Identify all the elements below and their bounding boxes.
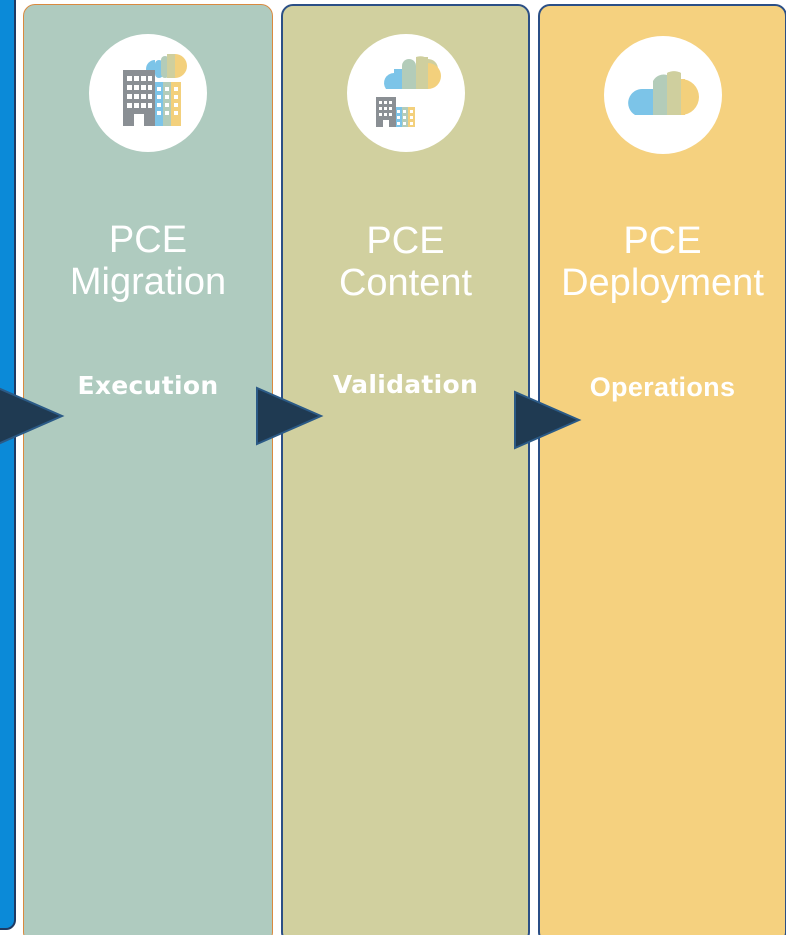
cloud-icon bbox=[627, 71, 699, 115]
title-line1: PCE bbox=[108, 219, 188, 261]
column-migration: PCE Migration Execution bbox=[23, 4, 273, 935]
column-title-deployment: PCE Deployment bbox=[540, 220, 785, 304]
cloud-with-buildings-icon bbox=[375, 56, 441, 127]
icon-circle-content bbox=[346, 34, 465, 152]
left-edge-strip bbox=[0, 0, 16, 930]
column-title-content: PCE Content bbox=[283, 220, 528, 304]
column-content: PCE Content Validation bbox=[281, 4, 530, 935]
column-deployment: PCE Deployment Operations bbox=[538, 4, 786, 935]
arrow-right-icon bbox=[514, 390, 582, 450]
column-title-migration: PCE Migration bbox=[24, 219, 272, 303]
title-line2: Migration bbox=[69, 261, 227, 303]
arrow-right-icon bbox=[0, 387, 65, 445]
icon-circle-migration bbox=[89, 34, 207, 152]
phase-label-execution: Execution bbox=[77, 371, 219, 400]
title-line1: PCE bbox=[366, 220, 445, 262]
buildings-with-cloud-icon bbox=[123, 54, 187, 126]
title-line2: Deployment bbox=[561, 262, 764, 304]
title-line1: PCE bbox=[623, 220, 702, 262]
arrow-right-icon bbox=[256, 386, 324, 446]
phase-label-operations: Operations bbox=[589, 372, 736, 402]
icon-circle-deployment bbox=[603, 36, 722, 154]
title-line2: Content bbox=[338, 262, 473, 304]
phase-label-validation: Validation bbox=[332, 370, 479, 399]
